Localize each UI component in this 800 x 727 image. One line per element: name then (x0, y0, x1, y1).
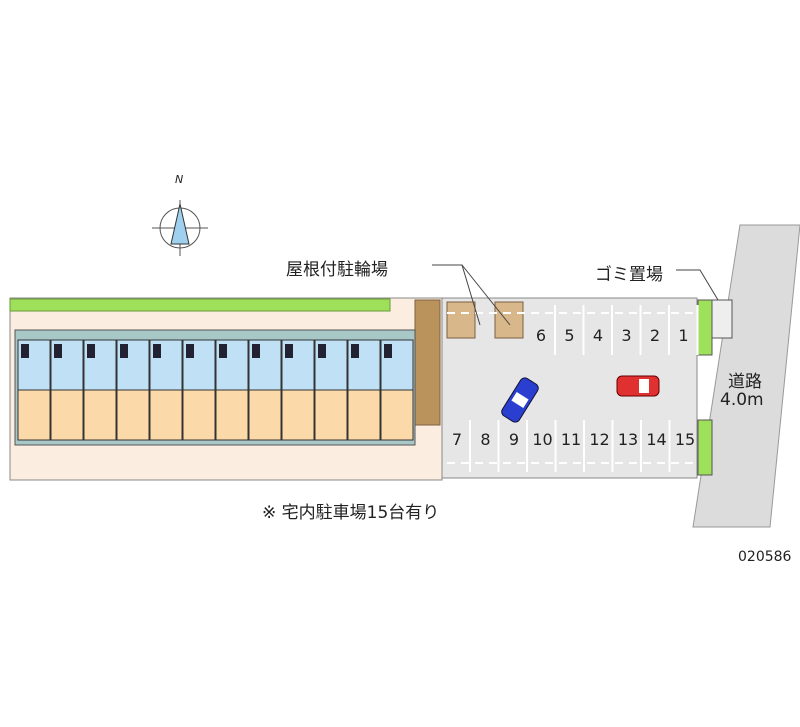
unit-lower (380, 389, 414, 441)
parking-space-7: 7 (451, 430, 463, 449)
unit-fixture (120, 344, 128, 358)
parking-space-3: 3 (621, 326, 632, 345)
parking-space-4: 4 (592, 326, 604, 345)
parking-space-5: 5 (564, 326, 575, 345)
garbage-area (711, 299, 733, 339)
parking-space-10: 10 (532, 430, 553, 449)
parking-stall-lines (447, 305, 699, 472)
parking-space-15: 15 (674, 430, 696, 449)
unit-upper (215, 339, 249, 391)
unit-lower (314, 389, 348, 441)
leader-line-garbage (676, 269, 719, 301)
unit-fixture (87, 344, 95, 358)
parking-note: ※ 宅内駐車場15台有り (262, 503, 440, 523)
unit-upper (281, 339, 315, 391)
road-width-label: 4.0m (720, 390, 764, 410)
garbage-area-label: ゴミ置場 (595, 265, 663, 285)
bicycle-shed-2 (494, 301, 524, 339)
parking-space-14: 14 (646, 430, 667, 449)
blue-car (501, 377, 539, 423)
red-car (616, 375, 660, 397)
parking-space-13: 13 (617, 430, 639, 449)
property-code: 020586 (738, 549, 792, 565)
road-label: 道路 (728, 372, 762, 392)
unit-lower (248, 389, 282, 441)
parking-space-1: 1 (678, 326, 689, 345)
unit-lower (50, 389, 84, 441)
parking-space-8: 8 (480, 430, 491, 449)
parking-space-9: 9 (508, 430, 520, 449)
unit-fixture (285, 344, 293, 358)
planter-bottom-right (697, 419, 713, 476)
unit-fixture (351, 344, 359, 358)
unit-lower (17, 389, 51, 441)
unit-fixture (153, 344, 161, 358)
unit-lower (215, 389, 249, 441)
building-units (14, 329, 416, 446)
bicycle-parking-label: 屋根付駐輪場 (286, 260, 388, 280)
unit-fixture (318, 344, 326, 358)
unit-fixture (384, 344, 392, 358)
unit-lower (116, 389, 150, 441)
unit-lower (347, 389, 381, 441)
parking-space-12: 12 (589, 430, 610, 449)
hedge-strip (9, 298, 391, 312)
unit-lower (182, 389, 216, 441)
unit-fixture (54, 344, 62, 358)
unit-fixture (21, 344, 29, 358)
planter-top-right (697, 299, 713, 356)
walkway (414, 299, 441, 426)
unit-lower (281, 389, 315, 441)
bicycle-shed-1 (446, 301, 476, 339)
unit-fixture (219, 344, 227, 358)
unit-fixture (186, 344, 194, 358)
unit-lower (149, 389, 183, 441)
compass-north-label: N (175, 173, 184, 186)
unit-fixture (252, 344, 260, 358)
parking-space-11: 11 (560, 430, 582, 449)
parking-space-2: 2 (649, 326, 661, 345)
unit-lower (83, 389, 117, 441)
parking-space-6: 6 (535, 326, 547, 345)
leader-line-bicycle-2 (461, 264, 511, 326)
compass-icon (152, 200, 208, 256)
